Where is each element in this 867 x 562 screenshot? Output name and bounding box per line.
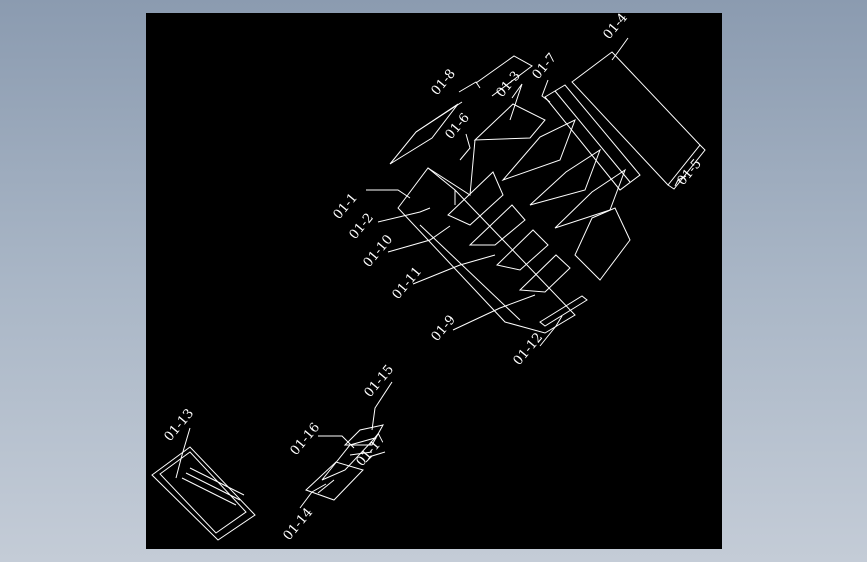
callout-01-9: 01-9: [429, 313, 459, 345]
callout-01-6: 01-6: [443, 111, 473, 143]
callout-01-1: 01-1: [331, 191, 361, 223]
part-01-13-tray: [151, 446, 256, 541]
callout-01-2: 01-2: [347, 211, 377, 243]
callout-01-8: 01-8: [429, 67, 459, 99]
cad-viewport[interactable]: 01-1 01-2 01-3 01-4 01-5 01-6 01-7 01-8 …: [146, 13, 722, 549]
callout-01-15: 01-15: [362, 362, 398, 400]
main-frame-assembly: [397, 84, 641, 334]
callout-01-14: 01-14: [281, 505, 317, 543]
callout-01-4: 01-4: [601, 13, 631, 43]
callout-01-11: 01-11: [390, 264, 426, 302]
callout-labels: 01-1 01-2 01-3 01-4 01-5 01-6 01-7 01-8 …: [162, 13, 705, 544]
exploded-assembly-drawing: 01-1 01-2 01-3 01-4 01-5 01-6 01-7 01-8 …: [151, 13, 706, 544]
callout-01-7: 01-7: [530, 51, 560, 83]
callout-01-17: 01-17: [354, 431, 390, 469]
callout-01-3: 01-3: [494, 69, 524, 101]
callout-01-13: 01-13: [162, 406, 198, 444]
callout-01-16: 01-16: [288, 420, 324, 458]
part-01-14-bracket: [305, 424, 384, 501]
callout-01-12: 01-12: [511, 330, 547, 368]
part-01-4-plate: [571, 51, 706, 190]
callout-01-5: 01-5: [675, 157, 705, 189]
part-01-8-panel: [389, 55, 533, 165]
leader-lines: [175, 37, 687, 509]
